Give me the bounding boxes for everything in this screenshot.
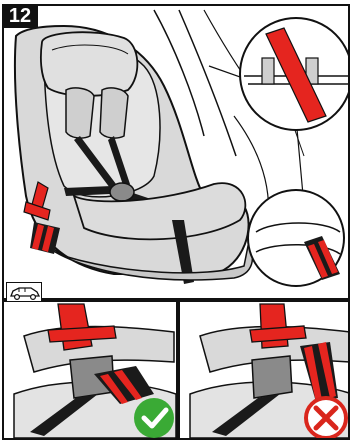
- inset-top-right: [240, 18, 350, 130]
- car-side-icon: [6, 282, 42, 302]
- inset-bottom-right: [248, 190, 344, 286]
- correct-example-panel: [2, 300, 178, 440]
- correct-belt-illustration: [4, 302, 178, 440]
- car-seat-illustration: [4, 6, 350, 300]
- checkmark-icon: [134, 398, 174, 438]
- step-number-badge: 12: [2, 4, 38, 28]
- main-illustration-panel: [2, 4, 350, 300]
- cross-icon: [306, 398, 346, 438]
- wrong-belt-illustration: [180, 302, 350, 440]
- wrong-example-panel: [178, 300, 350, 440]
